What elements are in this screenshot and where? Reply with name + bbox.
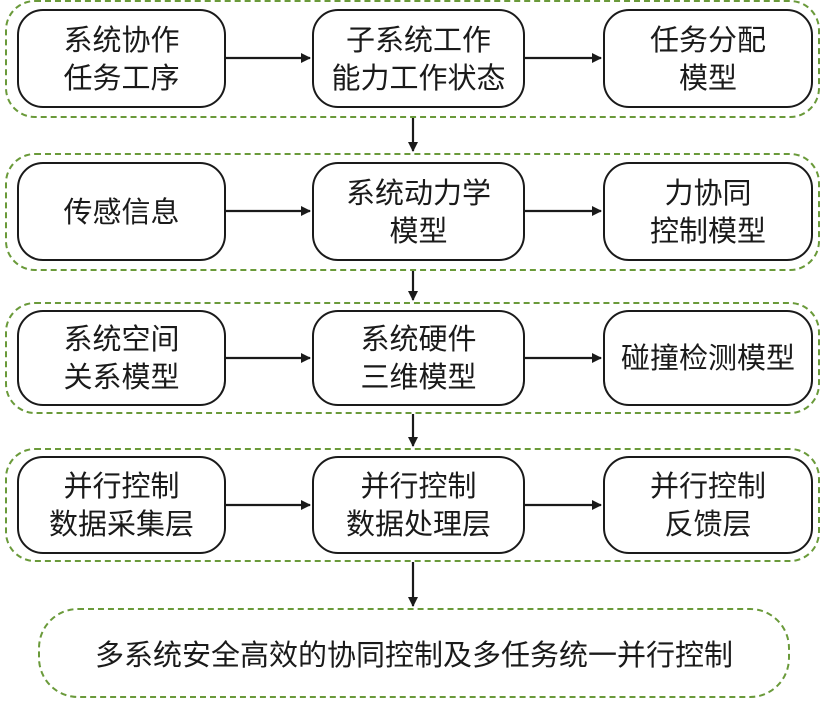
node-collision-model: 碰撞检测模型 xyxy=(603,310,813,406)
node-data-collection-layer: 并行控制 数据采集层 xyxy=(17,456,226,554)
group-row-2 xyxy=(5,153,820,271)
node-subsystem-capability: 子系统工作 能力工作状态 xyxy=(312,9,525,108)
node-force-control-model: 力协同 控制模型 xyxy=(603,162,813,261)
node-sensing-info: 传感信息 xyxy=(17,162,226,261)
node-hardware-3d-model: 系统硬件 三维模型 xyxy=(312,310,525,406)
node-task-allocation-model: 任务分配 模型 xyxy=(603,9,813,108)
group-row-3 xyxy=(5,302,820,414)
group-row-1 xyxy=(5,0,820,118)
node-task-process: 系统协作 任务工序 xyxy=(17,9,226,108)
group-row-4 xyxy=(5,448,820,562)
node-feedback-layer: 并行控制 反馈层 xyxy=(603,456,813,554)
final-goal: 多系统安全高效的协同控制及多任务统一并行控制 xyxy=(38,608,790,698)
node-data-processing-layer: 并行控制 数据处理层 xyxy=(312,456,525,554)
node-dynamics-model: 系统动力学 模型 xyxy=(312,162,525,261)
node-spatial-model: 系统空间 关系模型 xyxy=(17,310,226,406)
